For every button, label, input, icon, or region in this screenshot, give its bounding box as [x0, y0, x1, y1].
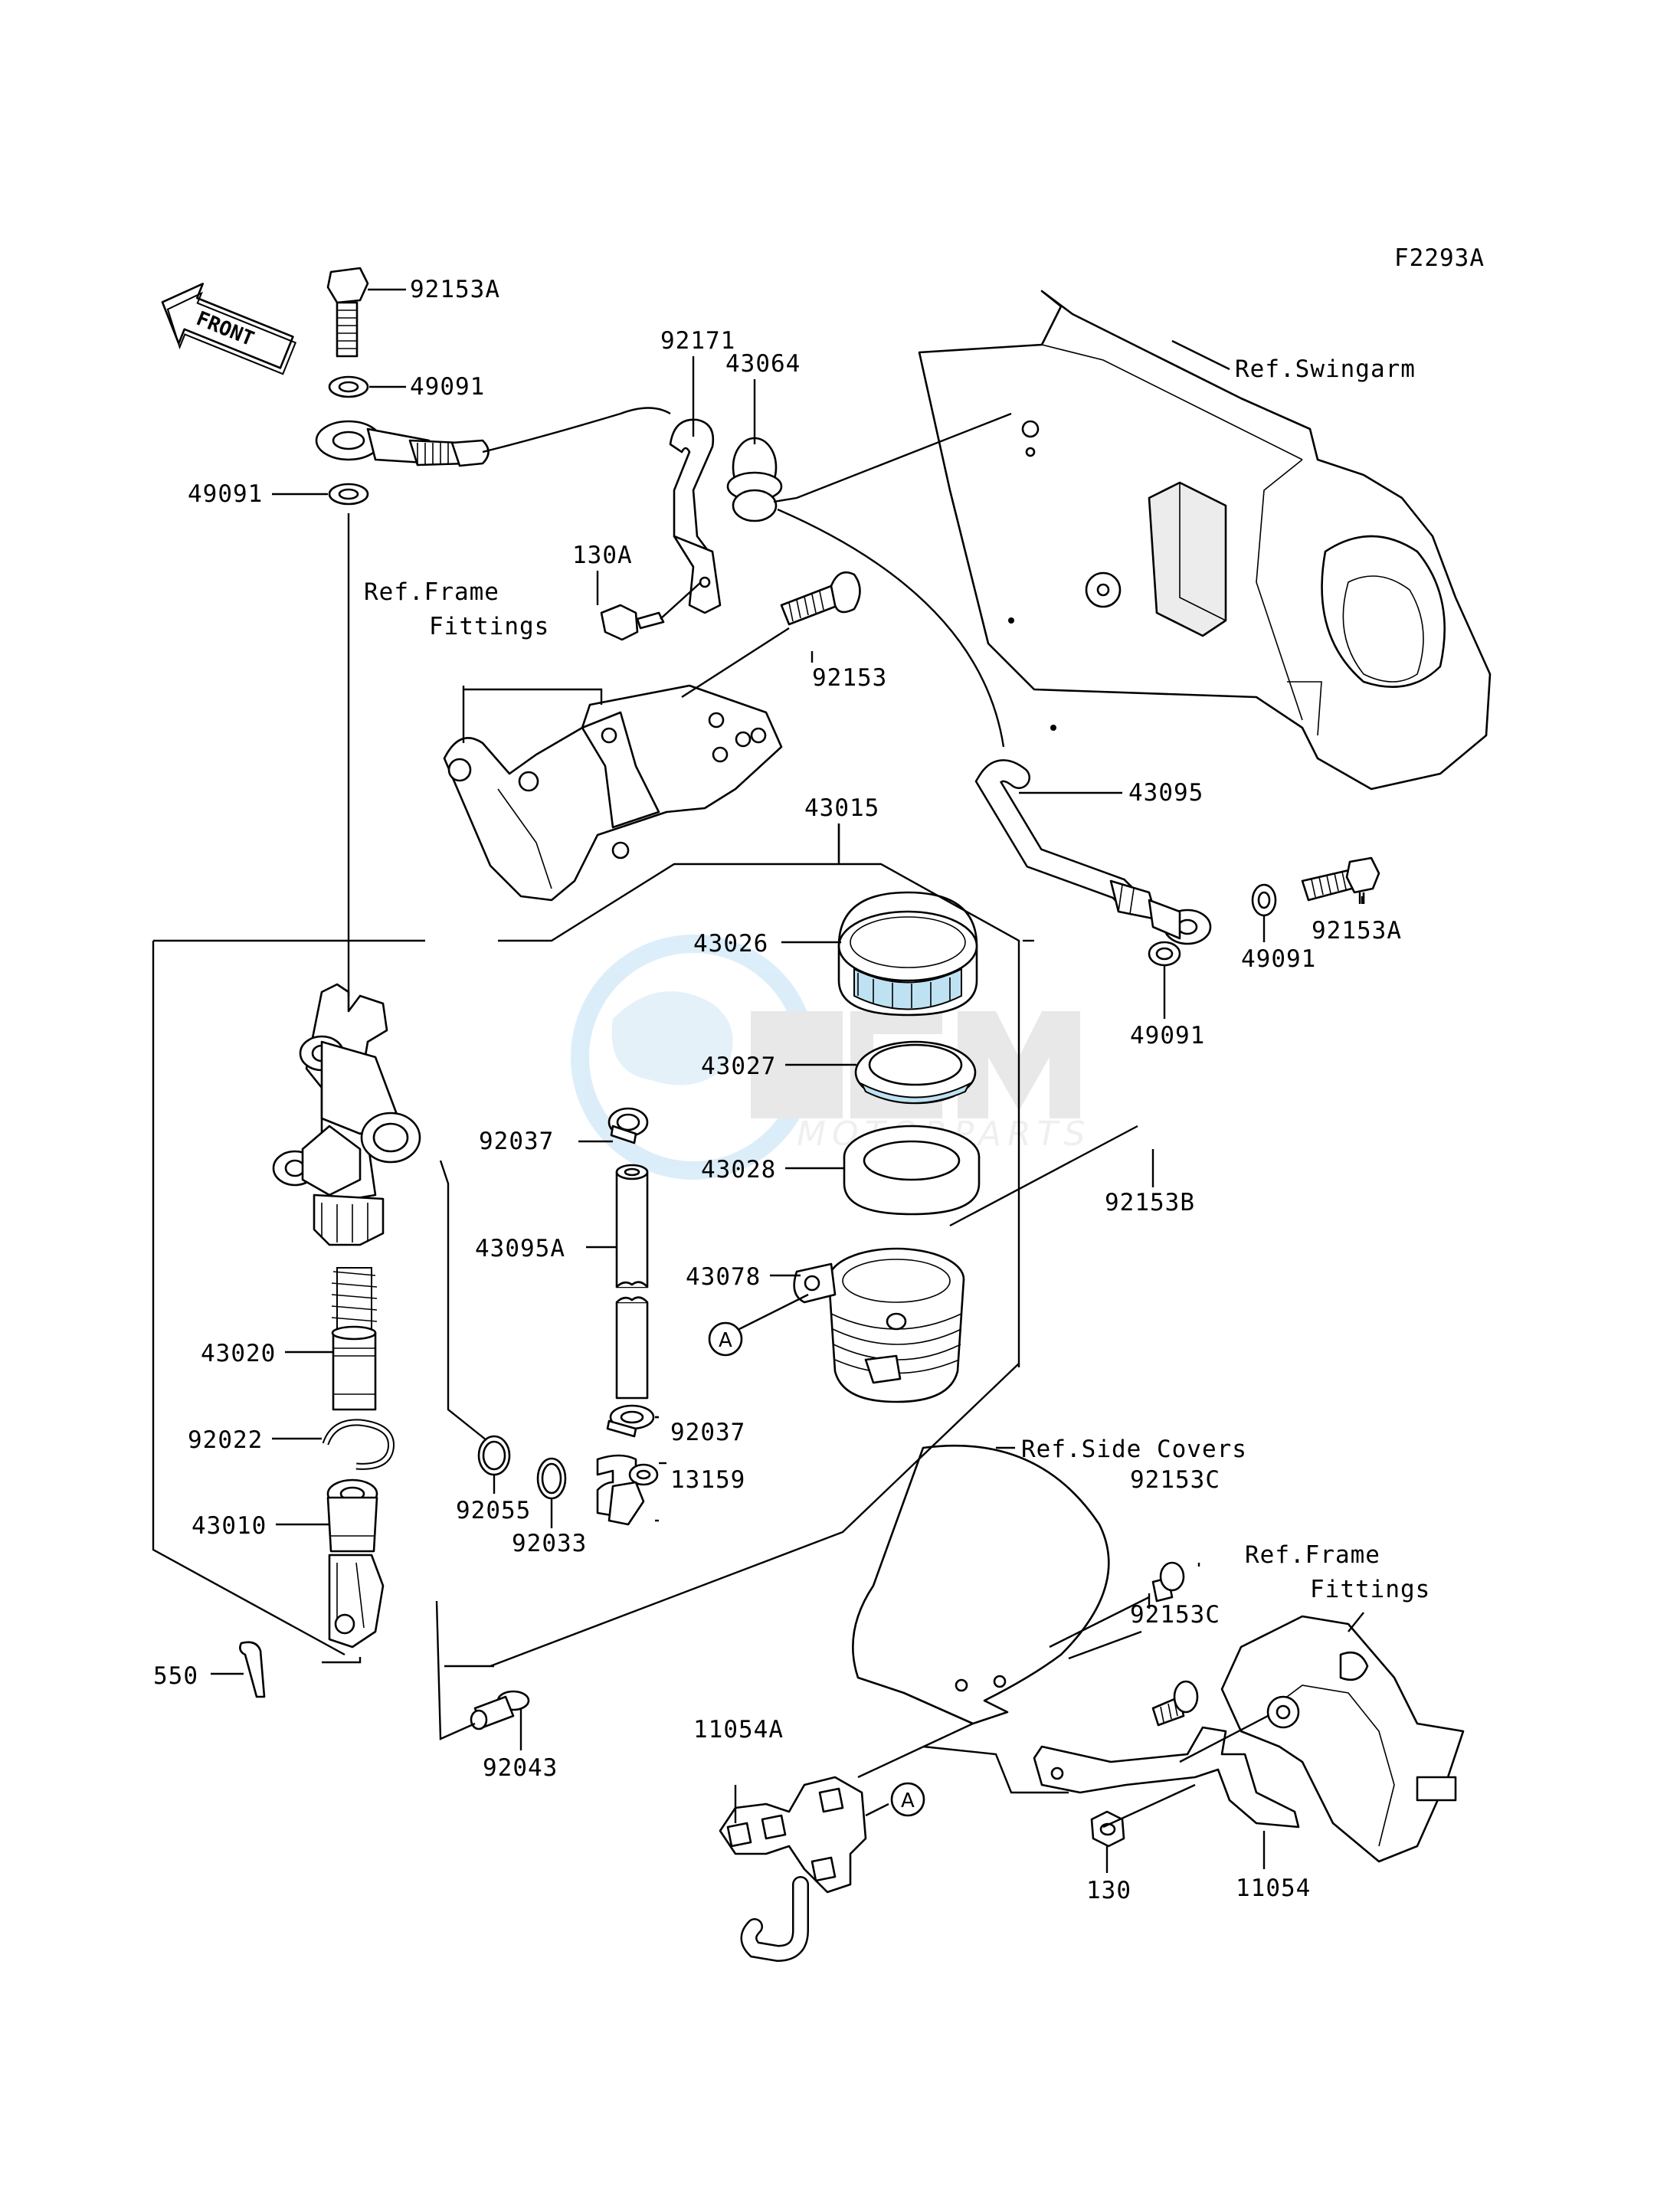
- reservoir-43078: [793, 1247, 965, 1403]
- nut-130: [1090, 1810, 1125, 1848]
- reference-a-circle-lower: [890, 1782, 925, 1817]
- label-fittings-lower: Fittings: [1310, 1576, 1430, 1603]
- hose-43095: [974, 759, 1212, 945]
- label-43095: 43095: [1128, 779, 1204, 807]
- nut-130A: [600, 604, 665, 641]
- part-labels: 92153A 49091 49091 92171 43064 130A Ref.…: [153, 276, 1430, 1904]
- bracket-11054A: [719, 1776, 867, 1963]
- bolt-92153A-right: [1301, 856, 1380, 902]
- bolt-92153A-top: [326, 267, 369, 358]
- label-92153C-lower: 92153C: [1130, 1601, 1220, 1629]
- label-92043: 92043: [483, 1754, 558, 1782]
- reference-a-circle-upper: [708, 1321, 743, 1357]
- leader-lines: [211, 288, 1365, 1873]
- label-92153A-top: 92153A: [410, 276, 500, 303]
- label-43095A: 43095A: [475, 1235, 565, 1262]
- bolt-92153: [780, 571, 861, 626]
- label-130: 130: [1086, 1877, 1131, 1904]
- label-fittings-upper: Fittings: [429, 613, 549, 640]
- label-49091-right-b: 49091: [1130, 1022, 1205, 1049]
- hose-43095A: [615, 1164, 649, 1400]
- label-92033: 92033: [512, 1530, 587, 1557]
- front-arrow-icon: FRONT: [161, 283, 297, 375]
- diaphragm-plate-43027: [854, 1040, 977, 1105]
- elbow-13159: [596, 1454, 659, 1526]
- kit-boundary-lines: [152, 823, 1034, 1668]
- hose-bracket-92171: [669, 418, 722, 614]
- grommet-43064: [726, 437, 783, 522]
- screw-92153C-upper: [1151, 1561, 1185, 1603]
- label-49091-right-a: 49091: [1241, 945, 1316, 973]
- label-43078: 43078: [686, 1263, 761, 1291]
- label-11054: 11054: [1236, 1874, 1311, 1902]
- bracket-11054: [1033, 1726, 1300, 1829]
- reservoir-cap-43026: [837, 891, 978, 1017]
- master-cylinder-body: [272, 983, 421, 1246]
- label-49091-top: 49091: [410, 373, 485, 401]
- label-92171: 92171: [660, 327, 735, 355]
- frame-fitting-lower: [1220, 1615, 1465, 1863]
- label-43028: 43028: [701, 1156, 776, 1184]
- label-49091-left: 49091: [188, 480, 263, 508]
- label-92037-upper: 92037: [479, 1128, 554, 1155]
- cotter-pin-550: [239, 1641, 266, 1698]
- label-130A: 130A: [572, 542, 633, 569]
- banjo-fitting: [315, 420, 490, 467]
- label-43010: 43010: [192, 1512, 267, 1540]
- label-a-upper: A: [719, 1329, 732, 1352]
- label-a-lower: A: [901, 1789, 915, 1812]
- label-ref-side-covers: Ref.Side Covers: [1021, 1436, 1247, 1463]
- label-550: 550: [153, 1662, 198, 1690]
- label-92153: 92153: [812, 664, 887, 692]
- clamp-92037-lower: [606, 1404, 655, 1438]
- label-ref-frame-lower: Ref.Frame: [1245, 1541, 1380, 1569]
- label-11054A: 11054A: [693, 1716, 784, 1744]
- label-92153A-right: 92153A: [1312, 917, 1402, 945]
- label-ref-frame-upper: Ref.Frame: [364, 578, 499, 606]
- label-43026: 43026: [693, 930, 768, 958]
- label-92153C-upper: 92153C: [1130, 1466, 1220, 1494]
- pin-92043: [470, 1690, 530, 1730]
- watermark: MOTORPARTS: [571, 935, 1086, 1180]
- label-ref-swingarm: Ref.Swingarm: [1235, 355, 1416, 383]
- label-13159: 13159: [670, 1466, 745, 1494]
- screw-92153C-lower: [1151, 1680, 1199, 1727]
- label-92153B: 92153B: [1105, 1189, 1195, 1216]
- label-43064: 43064: [725, 350, 801, 378]
- diaphragm-43028: [843, 1125, 981, 1216]
- frame-fitting-upper: [443, 684, 783, 902]
- push-rod-43010: [326, 1478, 385, 1649]
- label-43015: 43015: [804, 794, 879, 822]
- label-92022: 92022: [188, 1426, 263, 1454]
- figure-code: F2293A: [1394, 244, 1485, 272]
- spring-43020: [331, 1267, 378, 1411]
- clamp-92037-upper: [607, 1107, 649, 1144]
- label-92037-lower: 92037: [670, 1419, 745, 1446]
- label-43027: 43027: [701, 1053, 776, 1080]
- label-92055: 92055: [456, 1497, 531, 1524]
- swingarm-part: [918, 290, 1492, 791]
- side-cover: [852, 1444, 1110, 1725]
- label-43020: 43020: [201, 1340, 276, 1367]
